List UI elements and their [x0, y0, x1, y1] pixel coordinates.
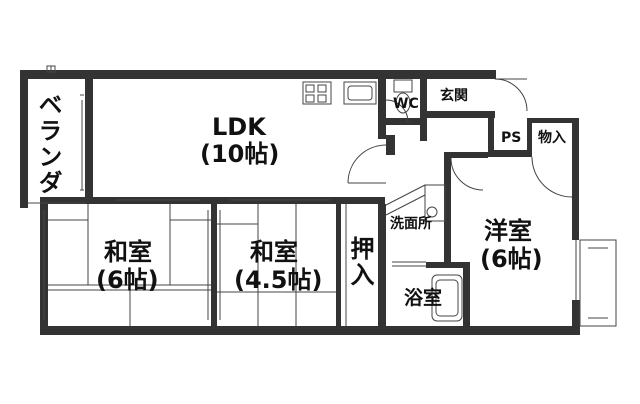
senmenjo-label: 洗面所: [390, 216, 432, 232]
washitsu2-name: 和室: [250, 238, 298, 266]
fixtures: [302, 79, 463, 322]
thin-lines: [28, 65, 617, 327]
walls: [20, 70, 580, 335]
mono-label: 物入: [538, 130, 566, 146]
wc-label: WC: [393, 96, 419, 112]
ldk-size: (10帖): [200, 140, 280, 168]
genkan-label: 玄関: [440, 88, 468, 104]
veranda-label: ベランダ: [34, 92, 62, 196]
oshiire-label: 押入: [346, 236, 374, 288]
youshitsu-size: (6帖): [480, 245, 543, 273]
ldk-name: LDK: [212, 113, 266, 141]
washitsu2-size: (4.5帖): [234, 266, 323, 294]
youshitsu-name: 洋室: [484, 217, 532, 245]
washitsu1-size: (6帖): [96, 266, 159, 294]
yokushitsu-label: 浴室: [404, 287, 443, 309]
ps-label: PS: [501, 130, 522, 146]
washitsu1-name: 和室: [104, 238, 152, 266]
